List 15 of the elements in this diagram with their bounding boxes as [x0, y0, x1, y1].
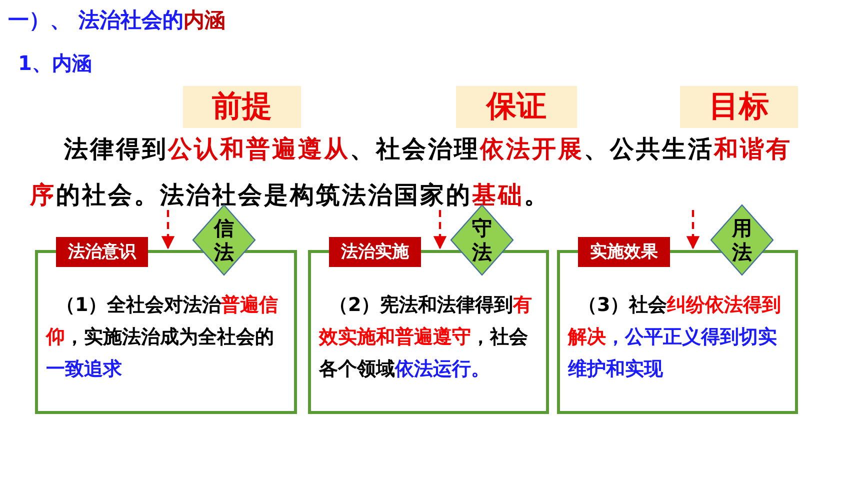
heading-tab: 法治意识 [56, 237, 148, 267]
box-text: （3）社会纠纷依法得到解决，公平正义得到切实维护和实现 [568, 293, 782, 382]
keyword-tag: 目标 [680, 86, 798, 128]
heading: 一）、 法治社会的内涵 [8, 7, 226, 34]
heading-tab: 实施效果 [578, 237, 670, 267]
subheading: 1、内涵 [18, 50, 92, 77]
dashed-arrow [433, 210, 447, 250]
box-text: （2）宪法和法律得到有效实施和普遍遵守，社会各个领域依法运行。 [319, 293, 534, 382]
diamond-label: 用法 [710, 204, 774, 276]
dashed-arrow [161, 210, 175, 250]
heading-tab: 法治实施 [329, 237, 421, 267]
box-text: （1）全社会对法治普遍信仰，实施法治成为全社会的一致追求 [46, 293, 280, 382]
keyword-tag: 保证 [456, 86, 577, 128]
dashed-arrow [686, 210, 700, 250]
keyword-tag: 前提 [183, 86, 301, 128]
